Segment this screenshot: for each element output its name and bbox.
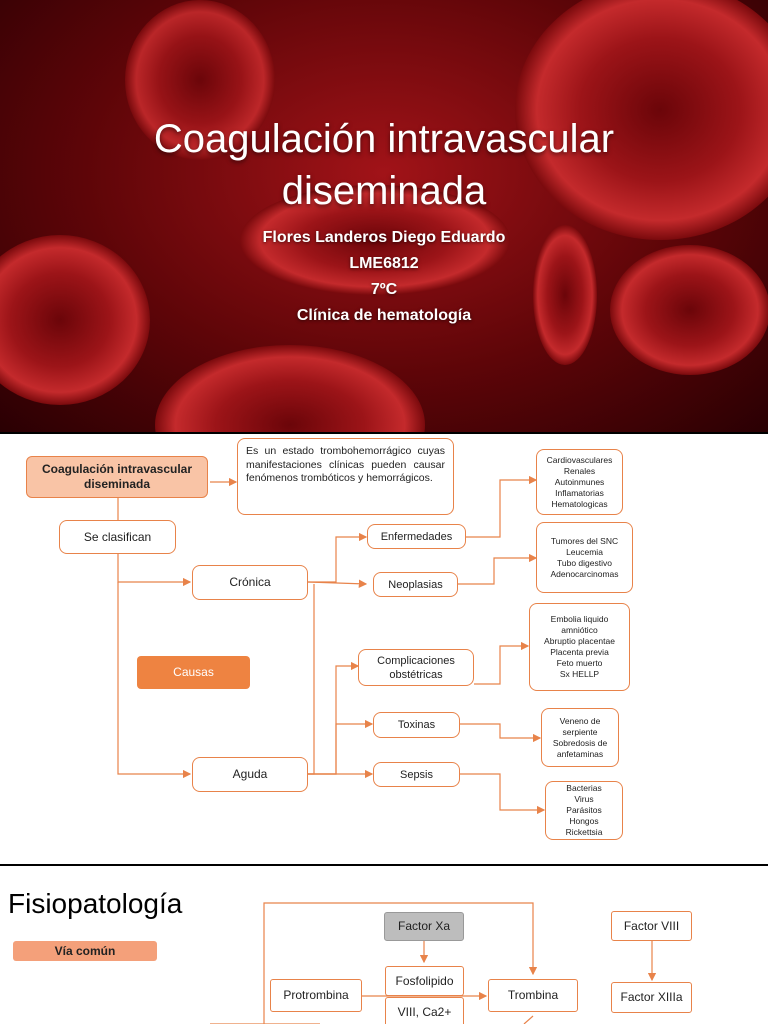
toxinas-box: Toxinas (373, 712, 460, 738)
slide-title-line1: Coagulación intravascular (153, 117, 615, 161)
fisio-connector-lines (210, 902, 657, 1024)
fisio-title: Fisiopatología (8, 888, 183, 919)
enfermedades-box: Enfermedades (367, 524, 466, 549)
fosfolipido-box: Fosfolipido (385, 966, 464, 996)
title-slide: Coagulación intravascular diseminada Flo… (0, 0, 768, 432)
clinic-label: Clínica de hematología (296, 307, 472, 324)
classify-box: Se clasifican (59, 520, 176, 554)
neoplasias-box: Neoplasias (373, 572, 458, 597)
classification-slide: Coagulación intravascular diseminada Es … (0, 434, 768, 864)
fisiopatologia-slide: Fisiopatología Vía común Factor Xa Fosfo… (0, 866, 768, 1024)
complicaciones-box: Complicaciones obstétricas (358, 649, 474, 686)
causas-box: Causas (137, 656, 250, 689)
connector-lines (117, 475, 546, 815)
sepsis-box: Sepsis (373, 762, 460, 787)
factor-xiiia-box: Factor XIIIa (611, 982, 692, 1013)
author-name: Flores Landeros Diego Eduardo (262, 229, 506, 246)
main-topic-box: Coagulación intravascular diseminada (26, 456, 208, 498)
group-label: 7ºC (370, 281, 398, 298)
via-comun-label: Vía común (13, 941, 157, 961)
viii-ca-box: VIII, Ca2+ (385, 997, 464, 1024)
factor-xa-box: Factor Xa (384, 912, 464, 941)
definition-box: Es un estado trombohemorrágico cuyas man… (237, 438, 454, 515)
protrombina-box: Protrombina (270, 979, 362, 1012)
trombina-box: Trombina (488, 979, 578, 1012)
slide-title-line2: diseminada (281, 169, 487, 213)
student-id: LME6812 (349, 255, 419, 272)
factor-viii-box: Factor VIII (611, 911, 692, 941)
blood-cells-background (0, 0, 768, 432)
aguda-box: Aguda (192, 757, 308, 792)
cronica-box: Crónica (192, 565, 308, 600)
